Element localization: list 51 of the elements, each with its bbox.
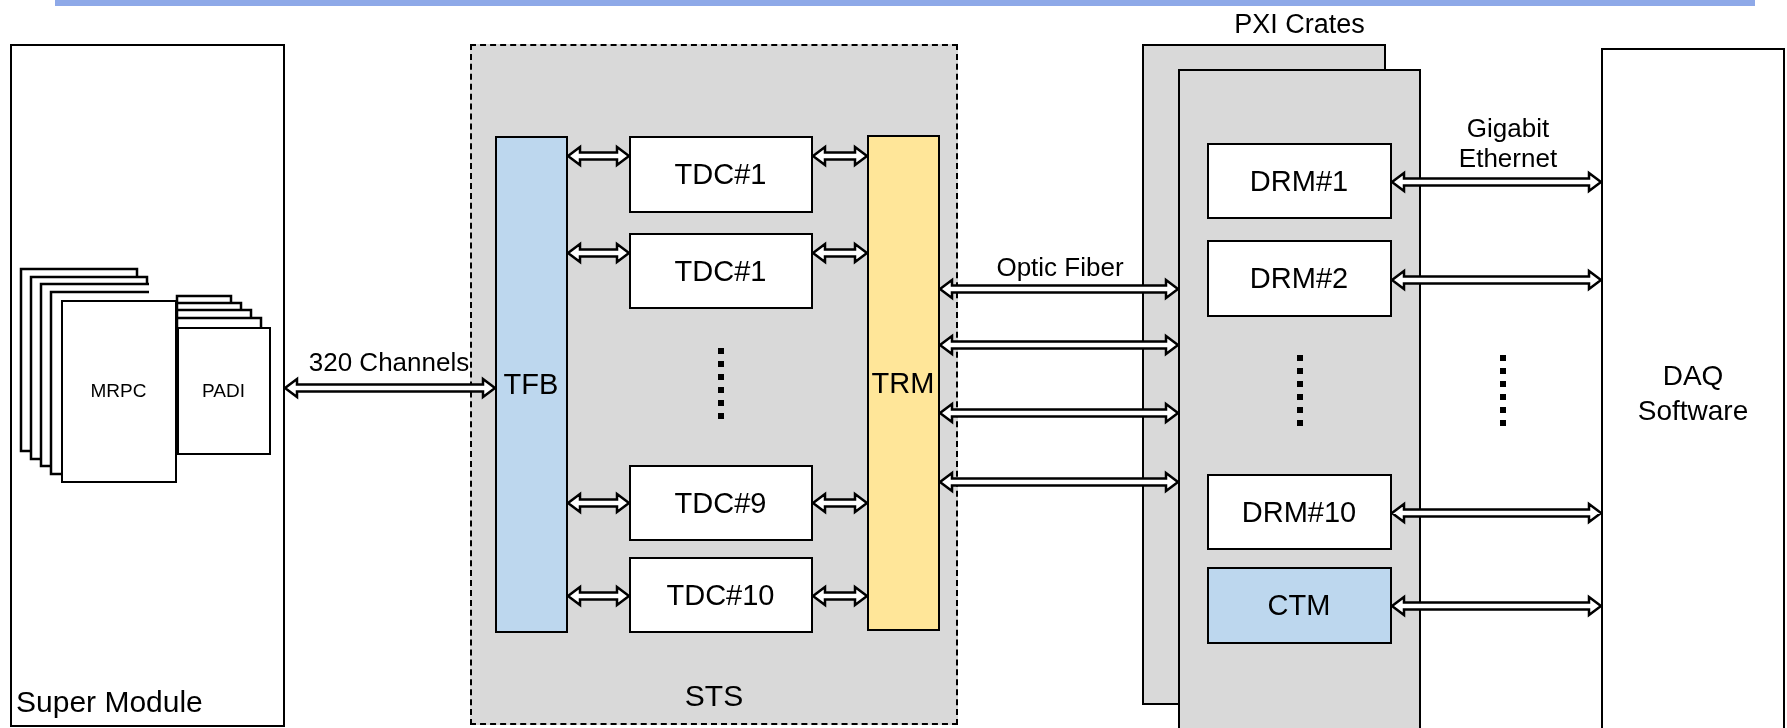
double-arrow (1389, 170, 1604, 194)
double-arrow (565, 241, 632, 265)
node-label: TDC#1 (674, 157, 767, 191)
node-label: DRM#10 (1241, 495, 1357, 528)
detector-card (60, 299, 177, 483)
process-box (1206, 473, 1392, 550)
double-arrow (810, 241, 870, 265)
double-arrow (810, 584, 870, 608)
edge-label: Gigabit Ethernet (1457, 114, 1559, 174)
node-label: PXI Crates (1234, 9, 1365, 40)
double-arrow (937, 333, 1181, 357)
node-label: TDC#9 (674, 486, 767, 519)
double-arrow (1389, 594, 1604, 618)
double-arrow (937, 470, 1181, 494)
node-label: DAQ Software (1636, 359, 1750, 428)
double-arrow (565, 491, 632, 515)
double-arrow (565, 144, 632, 168)
double-arrow (937, 401, 1181, 425)
double-arrow (1389, 501, 1604, 525)
node-label: DRM#2 (1249, 261, 1349, 295)
double-arrow (1389, 268, 1604, 292)
double-arrow (810, 491, 870, 515)
double-arrow (565, 584, 632, 608)
node-label: STS (684, 679, 744, 713)
node-label: MRPC (90, 380, 147, 402)
process-box (628, 556, 813, 633)
node-label: TDC#10 (666, 578, 775, 611)
double-arrow (937, 277, 1181, 301)
edge-label: Optic Fiber (995, 253, 1125, 283)
node-label: DRM#1 (1249, 164, 1349, 197)
double-arrow (282, 376, 498, 400)
detector-card (176, 326, 271, 455)
edge-label: 320 Channels (307, 348, 471, 378)
board-bar (494, 135, 568, 633)
process-box (628, 232, 813, 309)
board-bar (866, 134, 940, 631)
group-panel (470, 44, 958, 725)
double-arrow (810, 144, 870, 168)
node-label: TRM (871, 366, 935, 399)
node-label: CTM (1267, 588, 1331, 622)
software-panel (1601, 48, 1785, 728)
node-label: Super Module (16, 685, 203, 719)
node-label: PADI (202, 379, 245, 402)
node-label: TDC#1 (674, 254, 767, 287)
process-box (1206, 142, 1392, 219)
process-box (628, 464, 813, 541)
process-box (1206, 239, 1392, 317)
process-box (1206, 566, 1392, 644)
module-panel (10, 44, 285, 727)
process-box (628, 135, 813, 213)
node-label: TFB (503, 367, 559, 401)
